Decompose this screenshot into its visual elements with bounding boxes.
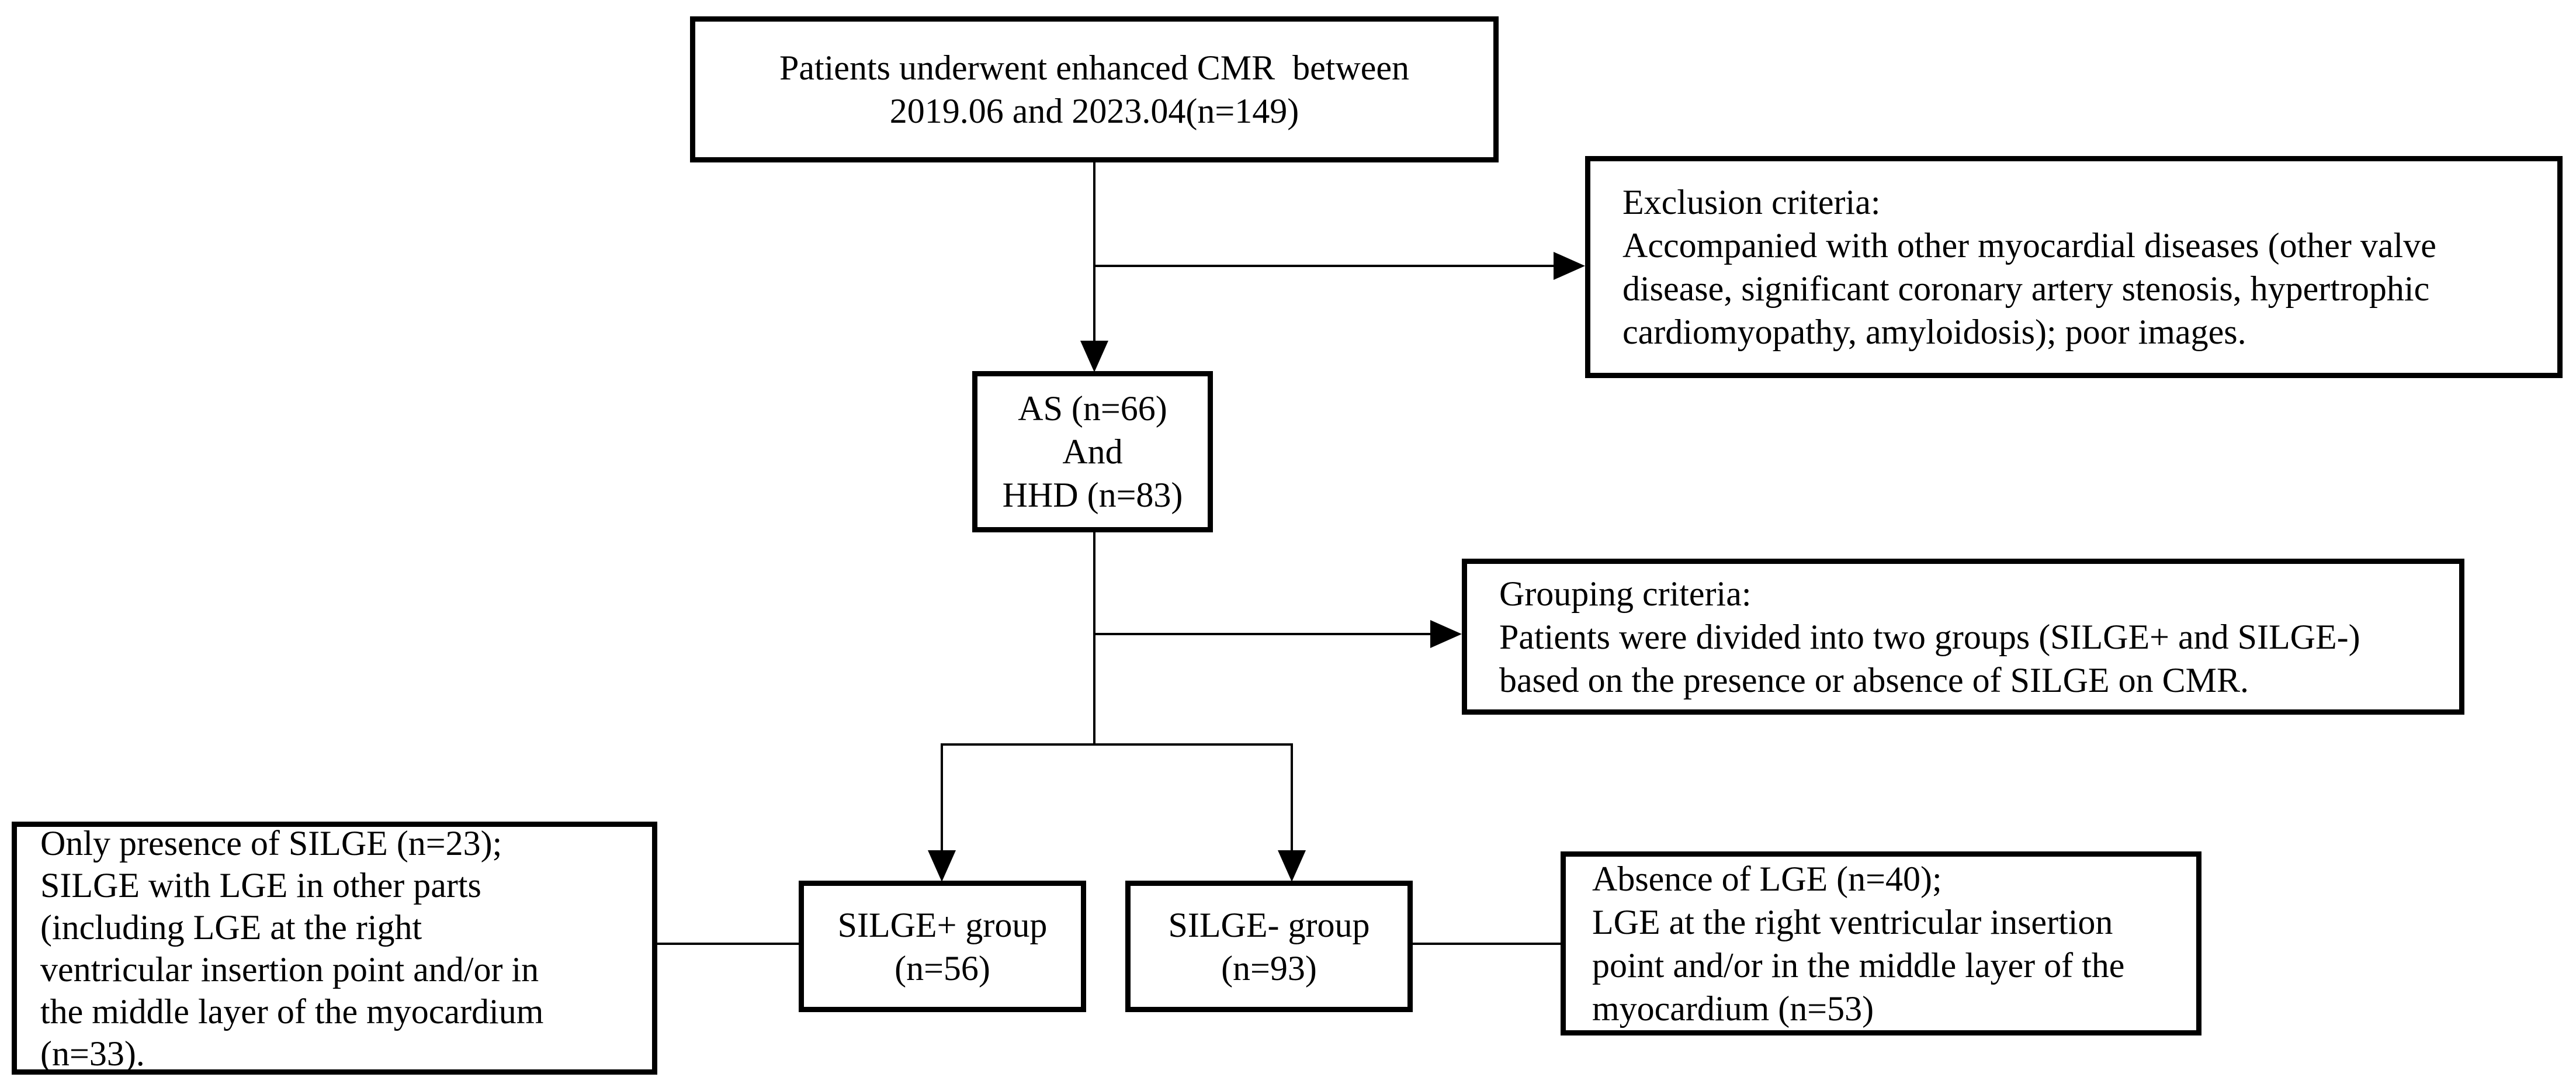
arrow-down-icon [1080, 341, 1108, 372]
silge-plus-detail-box: Only presence of SILGE (n=23); SILGE wit… [12, 822, 657, 1075]
arrow-right-icon [1430, 620, 1462, 648]
exclusion-criteria-text: Exclusion criteria: Accompanied with oth… [1622, 183, 2436, 351]
connector-silge-plus-detail [657, 943, 799, 945]
grouping-criteria-box: Grouping criteria: Patients were divided… [1462, 559, 2464, 715]
arrow-down-icon [1278, 850, 1306, 882]
connector-to-silge-minus [1291, 744, 1293, 853]
enrollment-text: Patients underwent enhanced CMR between … [779, 49, 1410, 130]
silge-plus-detail-text: Only presence of SILGE (n=23); SILGE wit… [40, 823, 544, 1073]
connector-cohort-down [1093, 532, 1095, 746]
silge-minus-detail-box: Absence of LGE (n=40); LGE at the right … [1561, 851, 2201, 1035]
connector-split-horizontal [941, 743, 1293, 746]
enrollment-box: Patients underwent enhanced CMR between … [690, 16, 1499, 162]
exclusion-criteria-box: Exclusion criteria: Accompanied with oth… [1585, 156, 2563, 378]
connector-branch-to-exclusion [1094, 265, 1556, 267]
cohort-box: AS (n=66) And HHD (n=83) [972, 371, 1213, 532]
arrow-right-icon [1554, 252, 1585, 280]
arrow-down-icon [928, 850, 956, 882]
silge-minus-group-text: SILGE- group (n=93) [1168, 905, 1370, 988]
silge-minus-detail-text: Absence of LGE (n=40); LGE at the right … [1592, 859, 2125, 1028]
connector-branch-to-grouping [1094, 633, 1433, 635]
silge-plus-group-text: SILGE+ group (n=56) [837, 905, 1048, 988]
silge-plus-group-box: SILGE+ group (n=56) [799, 881, 1086, 1012]
connector-silge-minus-detail [1413, 943, 1561, 945]
grouping-criteria-text: Grouping criteria: Patients were divided… [1499, 574, 2360, 699]
connector-to-silge-plus [941, 744, 943, 853]
cohort-text: AS (n=66) And HHD (n=83) [1002, 389, 1183, 514]
connector-enrollment-to-cohort [1093, 162, 1095, 344]
silge-minus-group-box: SILGE- group (n=93) [1125, 881, 1413, 1012]
